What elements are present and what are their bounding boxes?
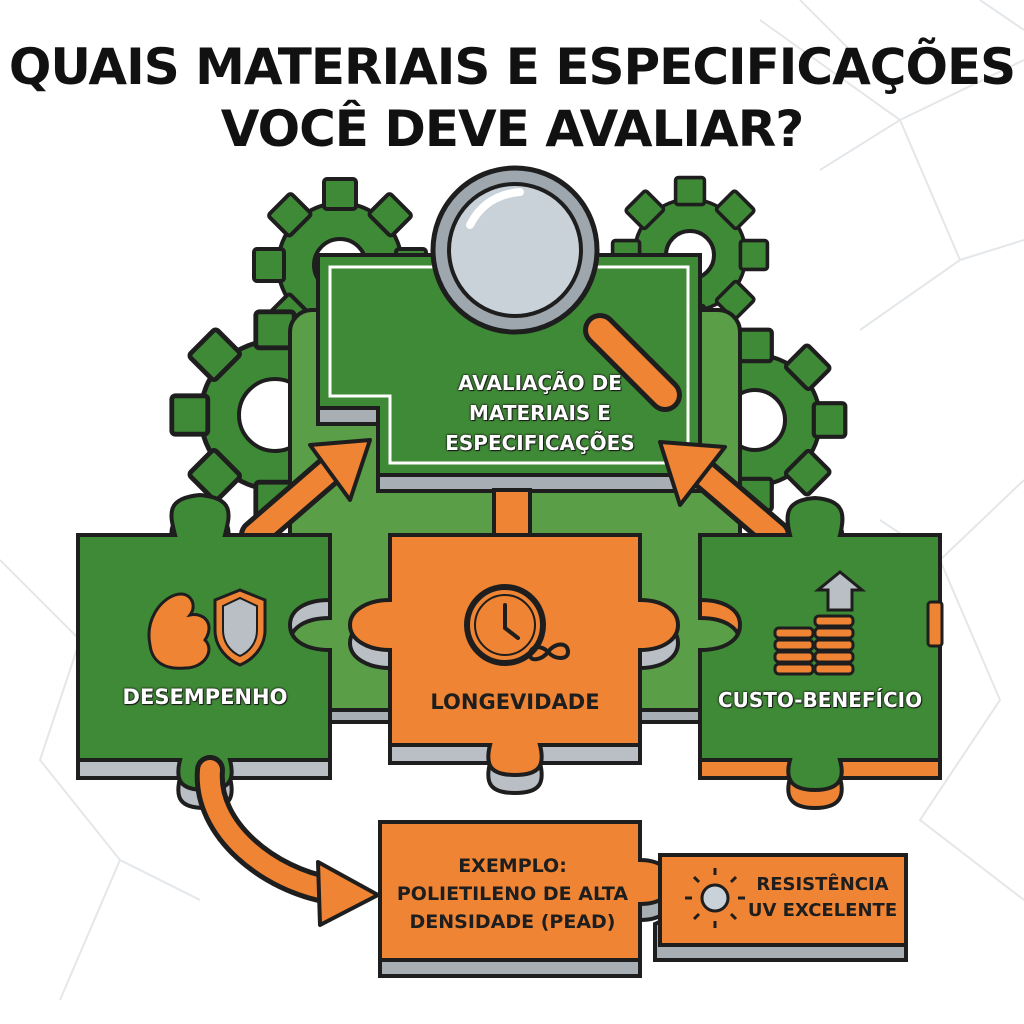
uv-line-2: UV EXCELENTE (747, 900, 898, 921)
puzzle-piece-custo (698, 495, 944, 811)
example-label: EXEMPLO: POLIETILENO DE ALTA DENSIDADE (… (385, 852, 640, 936)
label-custo: CUSTO-BENEFÍCIO (717, 688, 923, 712)
label-desempenho: DESEMPENHO (122, 685, 288, 709)
uv-box (653, 853, 908, 962)
center-line-2: MATERIAIS E (469, 401, 611, 425)
uv-label: RESISTÊNCIA UV EXCELENTE (745, 872, 900, 924)
coins-growth-icon (773, 570, 867, 676)
puzzle-piece-longevidade (347, 533, 681, 796)
center-line-1: AVALIAÇÃO DE (458, 371, 622, 395)
example-line-1: EXEMPLO: (458, 855, 567, 877)
center-label: AVALIAÇÃO DE MATERIAIS E ESPECIFICAÇÕES (390, 368, 690, 458)
page-title: QUAIS MATERIAIS E ESPECIFICAÇÕES VOCÊ DE… (0, 36, 1024, 160)
puzzle-piece-desempenho (76, 492, 332, 811)
uv-line-1: RESISTÊNCIA (756, 874, 889, 895)
arrow-to-example (194, 755, 380, 927)
center-line-3: ESPECIFICAÇÕES (445, 431, 635, 455)
muscle-shield-icon (147, 588, 267, 670)
title-line-1: QUAIS MATERIAIS E ESPECIFICAÇÕES (8, 38, 1016, 96)
title-line-2: VOCÊ DEVE AVALIAR? (220, 100, 804, 158)
clock-infinity-icon (464, 584, 571, 666)
label-longevidade: LONGEVIDADE (430, 690, 600, 714)
arrow-up-left (658, 440, 791, 551)
magnifier-icon (430, 165, 682, 412)
sun-icon (685, 868, 745, 928)
example-line-3: DENSIDADE (PEAD) (409, 911, 616, 933)
arrow-up-right (239, 438, 372, 551)
example-line-2: POLIETILENO DE ALTA (396, 883, 629, 905)
